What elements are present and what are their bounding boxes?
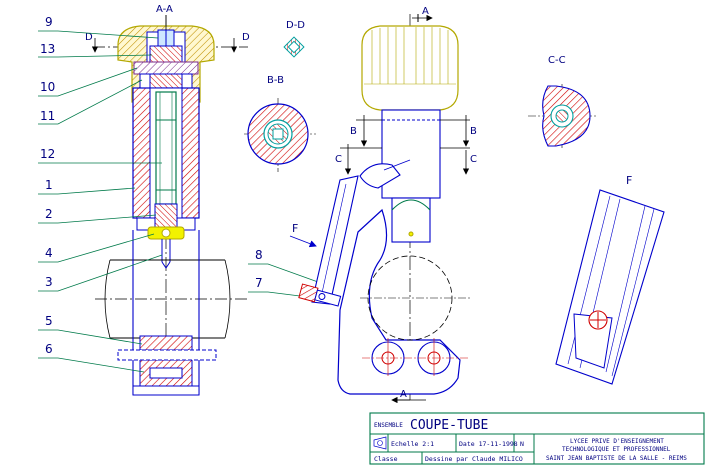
part-leaders bbox=[38, 30, 319, 373]
date-text: Date 17-11-1998 bbox=[459, 440, 518, 448]
drawing-title: COUPE-TUBE bbox=[410, 418, 488, 433]
part-number-13: 13 bbox=[40, 42, 55, 56]
part-number-1: 1 bbox=[45, 178, 53, 192]
view-arrow-f: F bbox=[292, 222, 298, 235]
part-number-4: 4 bbox=[45, 246, 53, 260]
part-number-12: 12 bbox=[40, 147, 55, 161]
section-mark-b-right: B bbox=[470, 126, 477, 137]
part-number-10: 10 bbox=[40, 80, 55, 94]
part-number-5: 5 bbox=[45, 314, 53, 328]
school-line-3: SAINT JEAN BAPTISTE DE LA SALLE - REIMS bbox=[546, 455, 687, 462]
part-number-8: 8 bbox=[255, 248, 263, 262]
section-label-b-b: B-B bbox=[267, 75, 284, 86]
section-label-a-a: A-A bbox=[156, 4, 173, 15]
ensemble-label: ENSEMBLE bbox=[374, 422, 403, 429]
title-block: ENSEMBLE COUPE-TUBE Echelle 2:1 Date 17-… bbox=[369, 412, 705, 465]
section-mark-d-right: D bbox=[242, 32, 250, 43]
section-mark-d-left: D bbox=[85, 32, 93, 43]
section-label-d-d: D-D bbox=[286, 20, 305, 31]
section-mark-c-right: C bbox=[470, 154, 477, 165]
part-number-6: 6 bbox=[45, 342, 53, 356]
section-b-b-view: B-B bbox=[244, 75, 316, 172]
front-view: A B B C C bbox=[289, 6, 477, 404]
view-label-f: F bbox=[626, 174, 632, 187]
part-number-7: 7 bbox=[255, 276, 263, 290]
view-f: F bbox=[555, 174, 665, 385]
section-a-a-view: A-A D D bbox=[85, 4, 250, 396]
scale-text: Echelle 2:1 bbox=[391, 440, 434, 448]
school-line-2: TECHNOLOGIQUE ET PROFESSIONNEL bbox=[562, 446, 671, 453]
section-mark-c-left: C bbox=[335, 154, 342, 165]
school-line-1: LYCEE PRIVE D'ENSEIGNEMENT bbox=[570, 438, 664, 445]
part-number-9: 9 bbox=[45, 15, 53, 29]
class-label: Classe bbox=[374, 455, 398, 463]
part-number-3: 3 bbox=[45, 275, 53, 289]
sheet-mark: N bbox=[520, 440, 524, 448]
projection-symbol-icon bbox=[373, 436, 387, 450]
section-mark-a-bottom: A bbox=[400, 389, 407, 400]
section-label-c-c: C-C bbox=[548, 55, 566, 66]
section-mark-a-top: A bbox=[422, 6, 429, 17]
drawn-by-text: Dessine par Claude MILICO bbox=[425, 455, 523, 463]
section-c-c-view: C-C bbox=[528, 55, 596, 150]
part-number-11: 11 bbox=[40, 109, 55, 123]
section-d-d-view: D-D bbox=[283, 20, 305, 58]
section-mark-b-left: B bbox=[350, 126, 357, 137]
part-number-2: 2 bbox=[45, 207, 53, 221]
part-numbers: 9 13 10 11 12 1 2 4 3 5 6 8 7 bbox=[40, 15, 263, 356]
